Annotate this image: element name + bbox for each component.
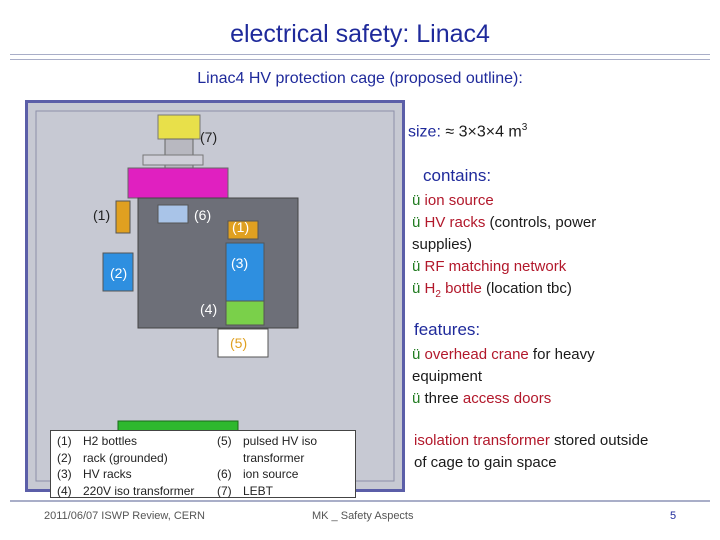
legend-left: (1)H2 bottles (2)rack (grounded) (3)HV r… bbox=[57, 433, 194, 499]
page-number: 5 bbox=[670, 510, 677, 522]
slide-subtitle: Linac4 HV protection cage (proposed outl… bbox=[197, 70, 523, 87]
label-1b: (1) bbox=[232, 219, 250, 235]
lebt-top bbox=[157, 114, 201, 140]
legend-item: transformer bbox=[243, 450, 305, 465]
ion-source-body bbox=[127, 167, 229, 199]
check-icon: ü bbox=[412, 346, 421, 363]
feature-crane: ü overhead crane for heavy bbox=[412, 346, 595, 363]
footer-date: 2011/06/07 ISWP Review, CERN bbox=[44, 510, 206, 522]
slide-title: electrical safety: Linac4 bbox=[230, 20, 490, 48]
title-rule-2 bbox=[10, 59, 710, 60]
legend-right: (5)pulsed HV iso transformer (6)ion sour… bbox=[217, 433, 317, 499]
rack-grounded bbox=[102, 252, 134, 292]
contains-item-hv-racks-cont: supplies) bbox=[412, 236, 473, 253]
legend-item: (2)rack (grounded) bbox=[57, 450, 168, 465]
footer-center: MK _ Safety Aspects bbox=[312, 510, 414, 522]
pulsed-hv-transformer bbox=[217, 328, 269, 358]
legend-item: (3)HV racks bbox=[57, 467, 132, 481]
label-3: (3) bbox=[231, 255, 249, 271]
contains-item-ion-source: ü ion source bbox=[412, 192, 494, 209]
hv-racks bbox=[225, 242, 265, 304]
features-list: ü overhead crane for heavy equipment ü t… bbox=[412, 344, 712, 410]
check-icon: ü bbox=[412, 390, 421, 407]
label-6: (6) bbox=[194, 207, 212, 223]
ion-source-box bbox=[157, 204, 189, 224]
legend-item: (6)ion source bbox=[217, 467, 299, 481]
h2-bottle-right bbox=[227, 220, 259, 240]
contains-heading: contains: bbox=[423, 166, 492, 185]
legend-item: (7)LEBT bbox=[217, 483, 274, 498]
label-1a: (1) bbox=[93, 207, 111, 223]
feature-doors: ü three access doors bbox=[412, 390, 552, 407]
label-4: (4) bbox=[200, 301, 218, 317]
h2-bottle-left bbox=[115, 200, 131, 234]
diagram-legend: (1)H2 bottles (2)rack (grounded) (3)HV r… bbox=[50, 430, 356, 498]
check-icon: ü bbox=[412, 214, 421, 231]
label-5: (5) bbox=[230, 335, 248, 351]
label-7: (7) bbox=[200, 129, 218, 145]
size-line: size: ≈ 3×3×4 m3 bbox=[408, 122, 528, 141]
contains-item-hv-racks: ü HV racks (controls, power bbox=[412, 214, 597, 231]
lebt-flange bbox=[142, 154, 204, 166]
iso-transformer-220v bbox=[225, 300, 265, 326]
contains-item-rf-network: ü RF matching network bbox=[412, 258, 567, 275]
cage-diagram: (7) (1) (6) (1) (3) (2) (4) (5) bbox=[25, 100, 405, 492]
cage-drawing bbox=[35, 110, 395, 482]
legend-item: (4)220V iso transformer bbox=[57, 483, 195, 498]
legend-item: (5)pulsed HV iso bbox=[217, 434, 318, 448]
check-icon: ü bbox=[412, 192, 421, 209]
isolation-note: isolation transformer stored outside of … bbox=[414, 432, 649, 471]
contains-list: ü ion source ü HV racks (controls, power… bbox=[412, 190, 712, 306]
check-icon: ü bbox=[412, 258, 421, 275]
features-heading: features: bbox=[414, 320, 481, 339]
contains-item-h2-bottle: ü H2 bottle (location tbc) bbox=[412, 280, 572, 300]
check-icon: ü bbox=[412, 280, 421, 297]
footer-rule bbox=[10, 500, 710, 502]
legend-item: (1)H2 bottles bbox=[57, 434, 138, 448]
feature-crane-cont: equipment bbox=[412, 368, 483, 385]
title-rule bbox=[10, 54, 710, 55]
label-2: (2) bbox=[110, 265, 128, 281]
